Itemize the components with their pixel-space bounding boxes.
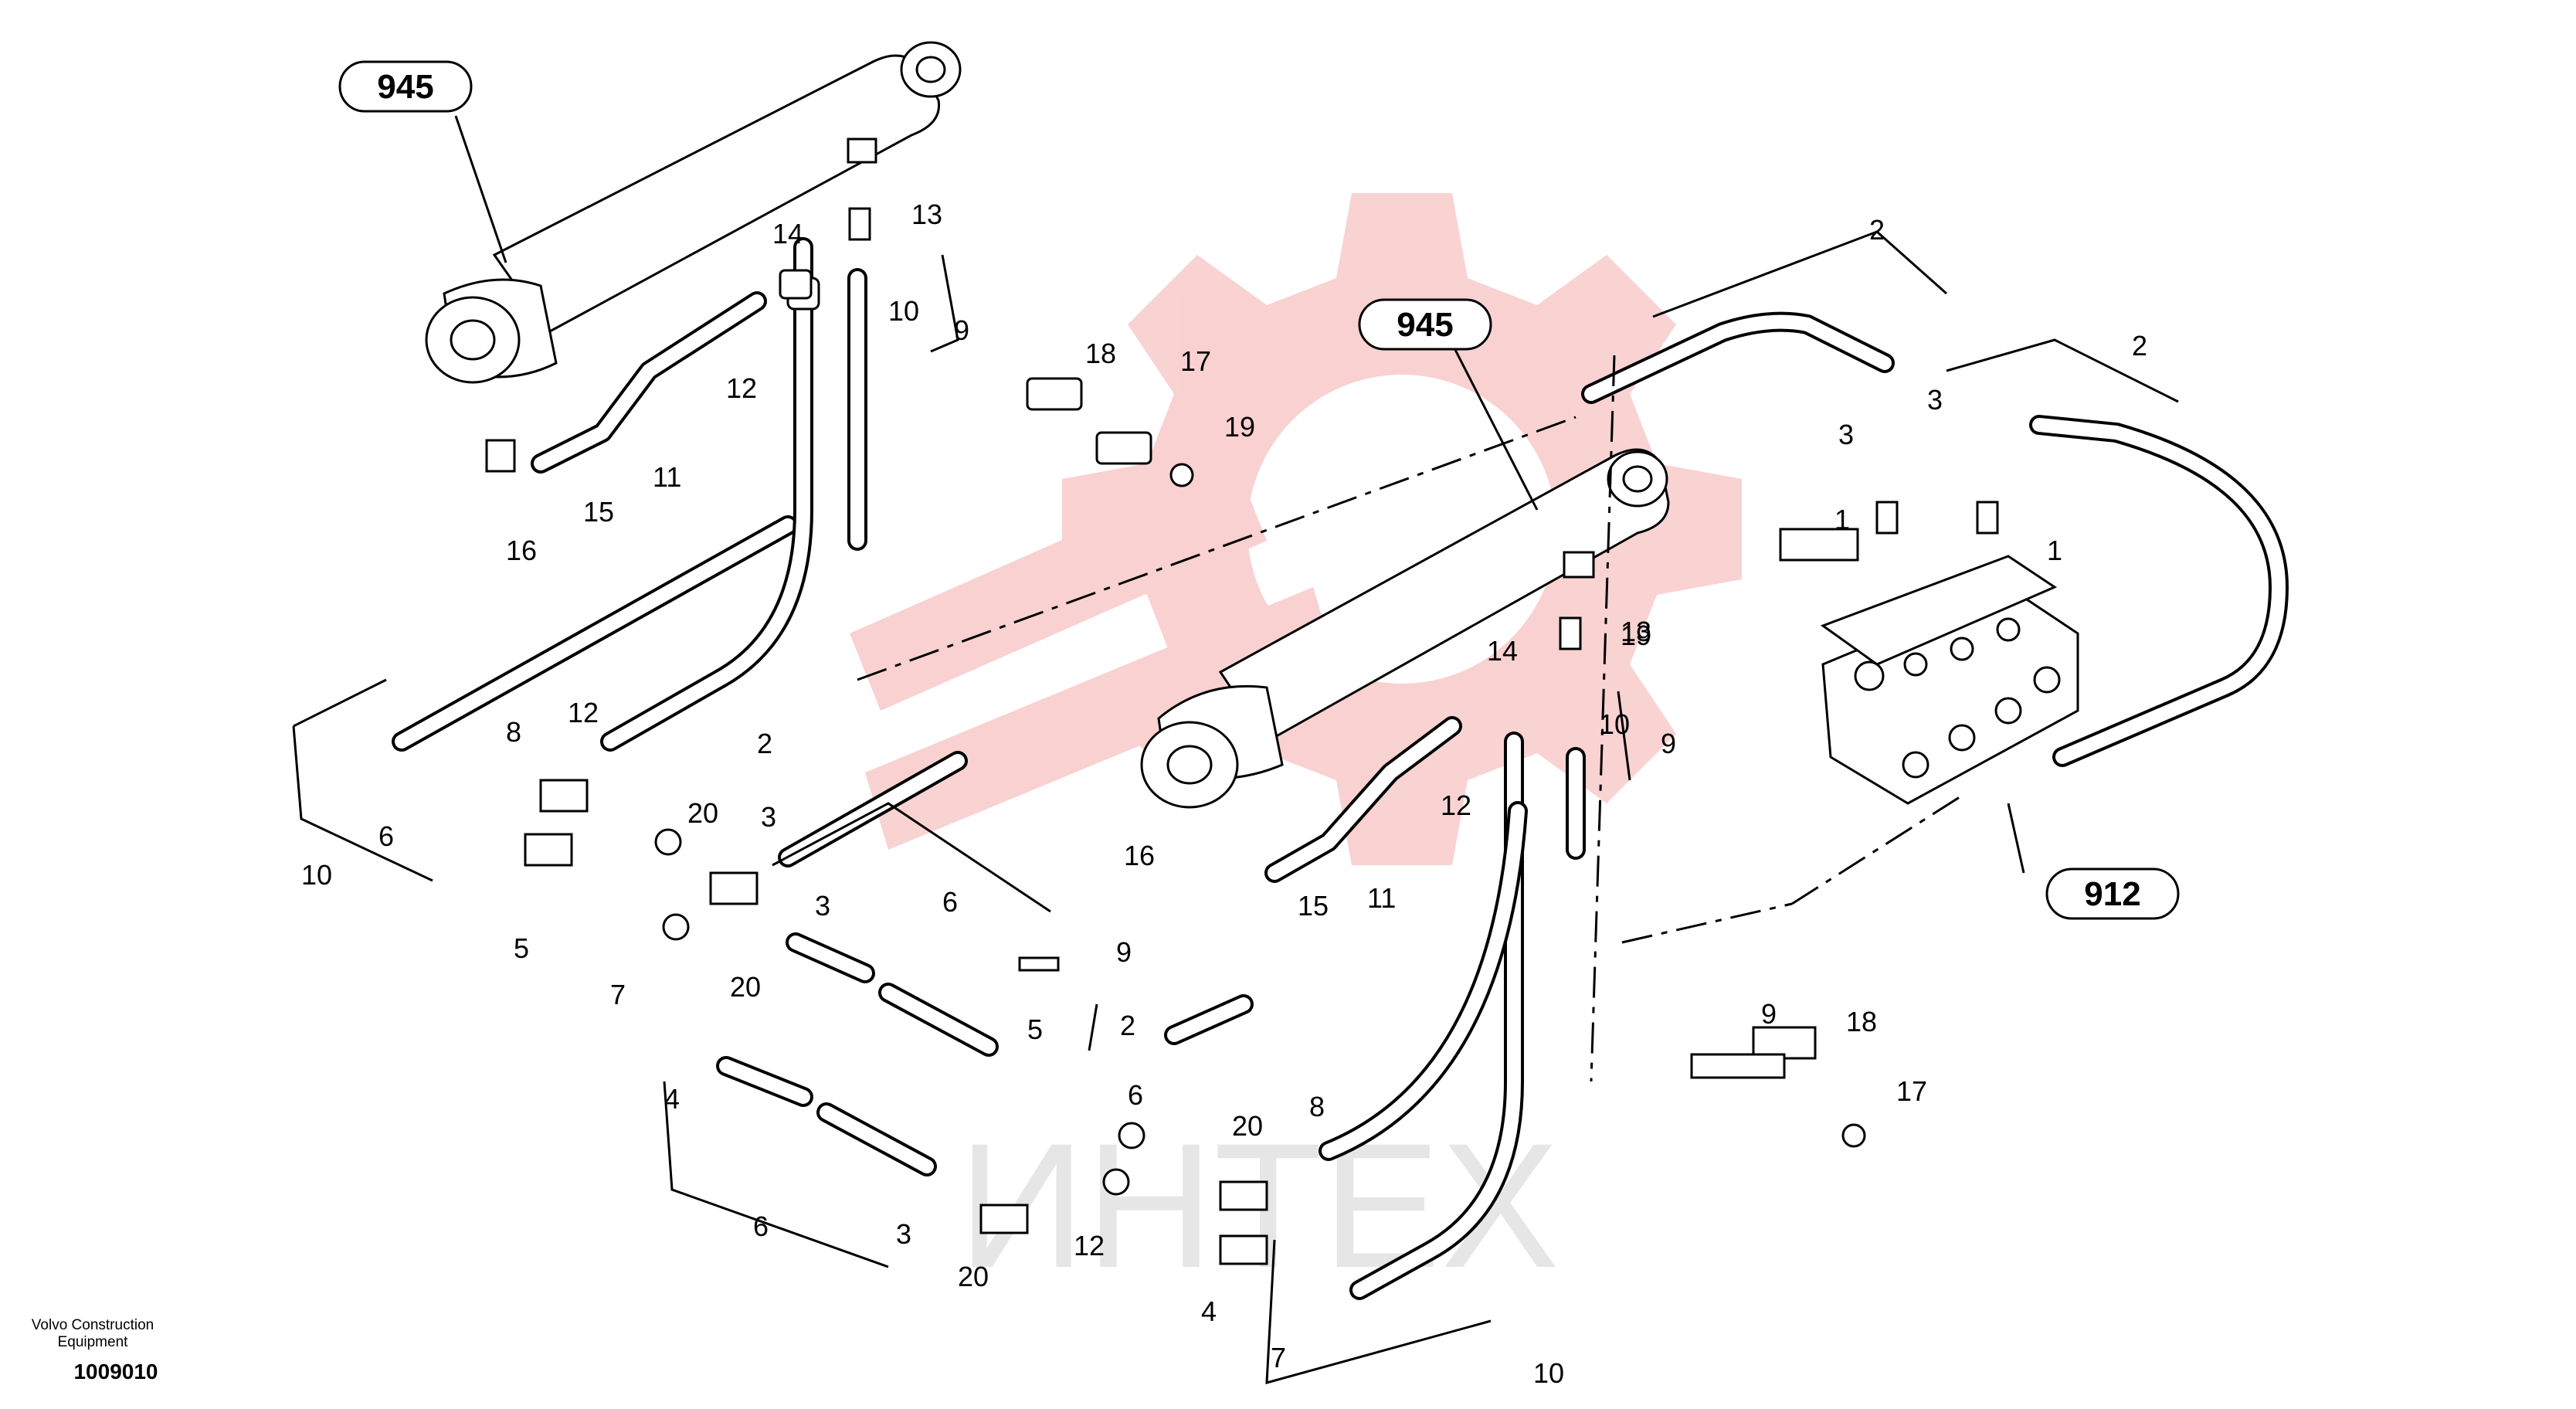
part-label: 2: [1120, 1010, 1135, 1041]
cylinder-upper-left: [425, 41, 962, 384]
callout-945-center: 945: [1358, 298, 1492, 351]
leader-lines: [454, 115, 2025, 874]
part-label: 10: [1533, 1357, 1564, 1389]
part-label: 8: [1309, 1091, 1325, 1122]
part-label: 7: [610, 979, 626, 1010]
part-label: 17: [1896, 1075, 1927, 1107]
part-label: 2: [1869, 214, 1885, 246]
part-label: 9: [1661, 728, 1676, 759]
footer-figure-number: 1009010: [73, 1360, 158, 1384]
part-label: 5: [514, 932, 529, 964]
callout-945-upper: 945: [338, 60, 473, 113]
part-label: 3: [896, 1218, 911, 1250]
part-label: 18: [1846, 1006, 1877, 1037]
part-label: 6: [753, 1210, 769, 1242]
dashed-guides: [857, 355, 1963, 1082]
part-label: 2: [757, 728, 772, 759]
part-label: 10: [301, 859, 332, 891]
callout-912: 912: [2045, 867, 2180, 920]
part-label: 20: [687, 797, 718, 829]
part-label: 19: [1621, 620, 1651, 651]
part-number-labels: 13 14 10 9 12 11 15 16 18 17 19 2 3 1 2 …: [301, 199, 2147, 1389]
part-label: 10: [888, 295, 919, 327]
part-label: 3: [761, 801, 776, 833]
part-label: 1: [1834, 504, 1850, 535]
part-label: 4: [1201, 1295, 1217, 1327]
svg-text:945: 945: [377, 68, 433, 106]
part-label: 16: [1124, 840, 1155, 871]
footer-company-line1: Volvo Construction: [31, 1317, 154, 1333]
part-label: 16: [506, 535, 537, 566]
part-label: 1: [2047, 535, 2062, 566]
part-label: 15: [583, 496, 614, 528]
svg-text:945: 945: [1397, 306, 1453, 344]
part-label: 20: [958, 1261, 989, 1292]
part-label: 10: [1599, 708, 1630, 740]
part-label: 6: [942, 886, 958, 918]
control-valve-block: [1820, 555, 2079, 805]
part-label: 14: [1487, 635, 1518, 667]
callout-brackets: [292, 230, 2179, 1385]
part-label: 7: [1271, 1342, 1286, 1373]
part-label: 2: [2132, 330, 2147, 362]
footer-company-line2: Equipment: [57, 1334, 128, 1350]
part-label: 19: [1224, 411, 1255, 443]
part-label: 12: [568, 697, 599, 728]
part-label: 3: [815, 890, 830, 922]
fittings: [485, 207, 1999, 1265]
part-label: 20: [730, 971, 761, 1003]
part-label: 14: [772, 218, 803, 250]
part-label: 9: [1116, 936, 1132, 968]
part-label: 15: [1298, 890, 1329, 922]
part-label: 11: [1367, 882, 1396, 914]
part-label: 20: [1232, 1110, 1263, 1142]
part-label: 13: [1621, 616, 1651, 647]
svg-text:912: 912: [2084, 875, 2140, 913]
part-label: 13: [911, 199, 942, 230]
part-label: 6: [1128, 1079, 1143, 1111]
part-label: 11: [653, 461, 681, 493]
part-label: 3: [1927, 384, 1943, 416]
part-label: 12: [726, 372, 757, 404]
footer-company: Volvo Construction Equipment: [15, 1317, 170, 1351]
part-label: 9: [1761, 998, 1777, 1030]
part-label: 9: [954, 314, 969, 346]
part-label: 6: [378, 820, 394, 852]
part-label: 17: [1180, 345, 1211, 377]
part-label: 12: [1441, 789, 1471, 821]
part-label: 12: [1074, 1230, 1105, 1261]
part-label: 3: [1838, 419, 1854, 450]
part-label: 4: [664, 1083, 680, 1115]
part-label: 8: [506, 716, 521, 748]
part-label: 18: [1085, 338, 1116, 369]
cylinder-center: [1140, 448, 1670, 809]
part-label: 5: [1027, 1013, 1043, 1045]
